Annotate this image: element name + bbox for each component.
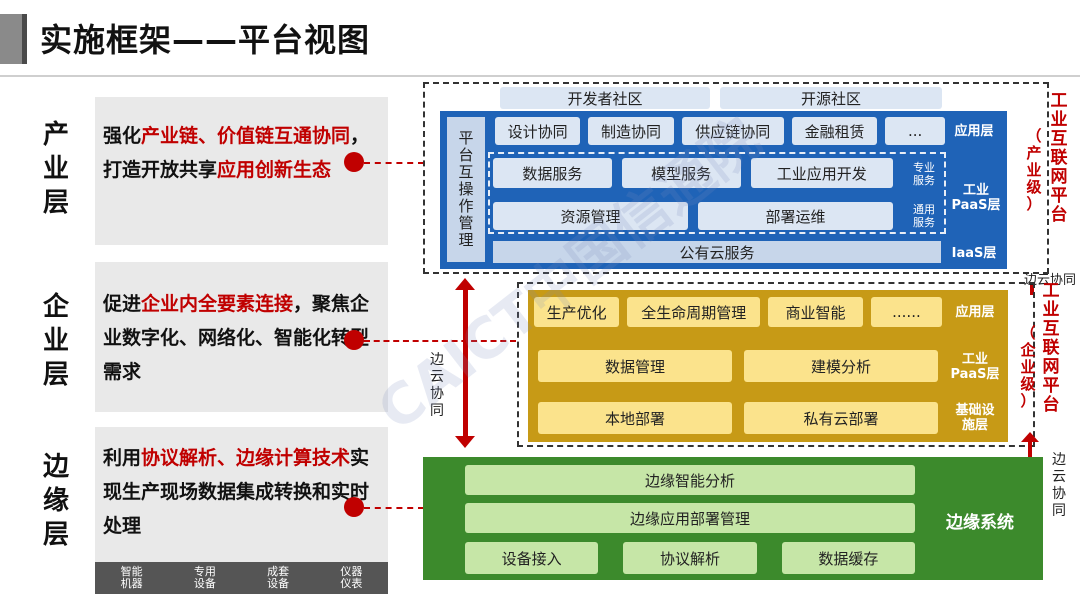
edge-row-deploy: 边缘应用部署管理 — [465, 503, 915, 533]
device-bar: 智能 机器 专用 设备 成套 设备 仪器 仪表 — [95, 562, 388, 594]
enterprise-app-0: 生产优化 — [534, 297, 620, 327]
enterprise-app-layer-label: 应用层 — [955, 304, 995, 320]
platform-interop-mgmt: 平台互操作管理 — [447, 117, 485, 262]
device-label-3: 仪器 仪表 — [340, 565, 363, 590]
edge-bottom-item-1: 协议解析 — [623, 542, 757, 574]
edge-bottom-row: 设备接入协议解析数据缓存 — [465, 542, 915, 574]
page-title: 实施框架——平台视图 — [40, 21, 371, 59]
paas-pro-item-2: 工业应用开发 — [750, 158, 893, 188]
edge-cloud-arrow — [463, 288, 468, 438]
community-developer: 开发者社区 — [500, 87, 710, 109]
title-divider — [0, 75, 1080, 77]
layer-label-enterprise: 企业层 — [42, 292, 69, 390]
device-label-0: 智能 机器 — [120, 565, 143, 590]
paas-pro-item-0: 数据服务 — [493, 158, 612, 188]
iaas-public-cloud: 公有云服务 — [493, 241, 941, 263]
desc-text-0-3: 应用创新生态 — [217, 159, 332, 181]
layer-label-edge: 边缘层 — [42, 452, 69, 550]
desc-text-1-1: 企业内全要素连接 — [141, 293, 294, 315]
connector-line-industry — [364, 162, 424, 164]
paas-pro-label: 专业服务 — [913, 161, 935, 187]
enterprise-platform-frame — [517, 282, 1035, 447]
sync-arrow-top — [1030, 283, 1034, 295]
industry-app-4: ... — [885, 117, 946, 145]
desc-text-2-2: 实现生产现场数据集成转换和实时处理 — [103, 447, 370, 537]
paas-gen-label: 通用服务 — [913, 203, 935, 229]
device-label-1: 专用 设备 — [193, 565, 216, 590]
enterprise-paas-0: 数据管理 — [538, 350, 732, 382]
industry-app-layer-label: 应用层 — [954, 123, 994, 139]
desc-box-enterprise: 促进企业内全要素连接，聚焦企业数字化、网络化、智能化转型需求 — [95, 262, 388, 412]
industry-app-2: 供应链协同 — [681, 117, 784, 145]
paas-frame — [488, 152, 946, 234]
iaas-layer-label: IaaS层 — [951, 245, 997, 261]
edge-cloud-label-right: 边云协同 — [1052, 452, 1066, 519]
connector-dot-enterprise — [344, 330, 364, 350]
arrow-head-up-right — [1021, 432, 1039, 442]
enterprise-platform-side-label: 工业互联网平台 — [1042, 281, 1060, 415]
enterprise-paas-row: 数据管理建模分析 — [538, 350, 938, 382]
enterprise-infra-row: 本地部署私有云部署 — [538, 402, 938, 434]
desc-box-edge: 利用协议解析、边缘计算技术实现生产现场数据集成转换和实时处理 — [95, 427, 388, 562]
desc-text-1-0: 促进 — [103, 293, 142, 315]
enterprise-paas-1: 建模分析 — [744, 350, 938, 382]
arrow-head-down — [455, 436, 475, 448]
industry-platform-side-sub: （产业级） — [1026, 127, 1042, 213]
paas-gen-row: 资源管理部署运维 — [493, 202, 893, 230]
enterprise-infra-layer-label: 基础设施层 — [955, 403, 995, 433]
industry-app-1: 制造协同 — [588, 117, 674, 145]
title-accent-bar — [0, 14, 26, 64]
edge-system-label: 边缘系统 — [946, 512, 1014, 533]
industry-platform-side-label: 工业互联网平台 — [1050, 91, 1068, 225]
edge-bottom-item-2: 数据缓存 — [781, 542, 915, 574]
desc-text-0-1: 产业链、价值链互通协同 — [141, 125, 351, 147]
connector-dot-edge — [344, 497, 364, 517]
edge-cloud-label-top: 边云协同 — [1023, 273, 1076, 288]
sync-arrow-bottom — [1028, 440, 1032, 465]
edge-row-analysis: 边缘智能分析 — [465, 465, 915, 495]
industry-platform-frame — [423, 82, 1049, 274]
enterprise-app-1: 全生命周期管理 — [627, 297, 761, 327]
arrow-head-up — [455, 278, 475, 290]
connector-dot-industry — [344, 152, 364, 172]
paas-pro-row: 数据服务模型服务工业应用开发 — [493, 158, 893, 188]
paas-gen-item-1: 部署运维 — [698, 202, 893, 230]
connector-line-enterprise — [364, 340, 516, 342]
industry-app-0: 设计协同 — [495, 117, 581, 145]
connector-line-edge — [364, 507, 424, 509]
desc-text-0-2: ，打造开放共享 — [103, 125, 370, 181]
edge-bottom-item-0: 设备接入 — [465, 542, 599, 574]
industry-app-3: 金融租赁 — [792, 117, 878, 145]
enterprise-app-2: 商业智能 — [768, 297, 863, 327]
desc-text-2-1: 协议解析、边缘计算技术 — [141, 447, 351, 469]
desc-box-industry: 强化产业链、价值链互通协同，打造开放共享应用创新生态 — [95, 97, 388, 245]
enterprise-platform-side-sub: （企业级） — [1020, 324, 1036, 410]
edge-cloud-label-left: 边云协同 — [430, 352, 444, 419]
enterprise-infra-0: 本地部署 — [538, 402, 732, 434]
desc-text-2-0: 利用 — [103, 447, 142, 469]
paas-pro-item-1: 模型服务 — [621, 158, 741, 188]
paas-gen-item-0: 资源管理 — [493, 202, 688, 230]
enterprise-app-3: ...... — [870, 297, 942, 327]
industry-app-row: 设计协同制造协同供应链协同金融租赁... — [495, 117, 946, 145]
title-accent-bar-dark — [22, 14, 27, 64]
desc-text-1-2: ，聚焦企业数字化、网络化、智能化转型需求 — [103, 293, 370, 383]
layer-label-industry: 产业层 — [42, 120, 69, 218]
enterprise-infra-1: 私有云部署 — [744, 402, 938, 434]
device-label-2: 成套 设备 — [267, 565, 290, 590]
community-opensource: 开源社区 — [720, 87, 942, 109]
enterprise-app-row: 生产优化全生命周期管理商业智能...... — [534, 297, 942, 327]
desc-text-0-0: 强化 — [103, 125, 142, 147]
